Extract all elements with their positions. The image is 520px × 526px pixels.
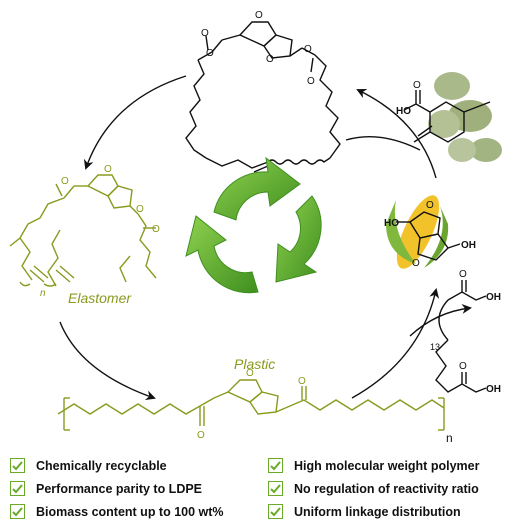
atom-o-label: O (412, 258, 420, 269)
feature-item: High molecular weight polymer (268, 458, 479, 473)
macrocyclic-monomer (186, 22, 340, 172)
feature-label: High molecular weight polymer (294, 459, 479, 473)
atom-o-label: O (459, 361, 467, 372)
checkmark-icon (10, 458, 25, 473)
feature-label: Uniform linkage distribution (294, 505, 461, 519)
checkmark-icon (268, 458, 283, 473)
feature-label: Chemically recyclable (36, 459, 167, 473)
subscript-13-label: 13 (430, 342, 440, 352)
feature-label: No regulation of reactivity ratio (294, 482, 479, 496)
elastomer-label: Elastomer (68, 290, 131, 306)
checkmark-icon (10, 504, 25, 519)
atom-o-label: O (206, 48, 214, 59)
polymer-repeat-unit (58, 380, 444, 430)
atom-o-label: O (266, 54, 274, 65)
feature-item: Uniform linkage distribution (268, 504, 461, 519)
plastic-label: Plastic (234, 356, 275, 372)
elastomer-structure (10, 175, 156, 286)
atom-o-label: O (255, 10, 263, 21)
feature-item: Chemically recyclable (10, 458, 167, 473)
atom-o-label: O (201, 28, 209, 39)
checkmark-icon (268, 481, 283, 496)
atom-o-label: O (426, 200, 434, 211)
hydroxyl-label: OH (486, 292, 501, 303)
hydroxyl-label: HO (396, 106, 411, 117)
plant-seed-icon (428, 72, 502, 162)
atom-o-label: O (61, 176, 69, 187)
atom-o-label: O (197, 430, 205, 441)
feature-label: Performance parity to LDPE (36, 482, 202, 496)
repeat-n-label: n (40, 288, 46, 299)
atom-o-label: O (104, 164, 112, 175)
hydroxyl-label: OH (461, 240, 476, 251)
atom-o-label: O (413, 80, 421, 91)
feature-item: Performance parity to LDPE (10, 481, 202, 496)
atom-o-label: O (298, 376, 306, 387)
repeat-n-label: n (446, 431, 453, 445)
atom-o-label: O (304, 44, 312, 55)
recycle-arrows-icon (186, 158, 321, 293)
feature-item: No regulation of reactivity ratio (268, 481, 479, 496)
diacid-structure (436, 280, 486, 392)
hydroxyl-label: HO (384, 218, 399, 229)
atom-o-label: O (459, 269, 467, 280)
feature-label: Biomass content up to 100 wt% (36, 505, 224, 519)
hydroxyl-label: OH (486, 384, 501, 395)
feature-item: Biomass content up to 100 wt% (10, 504, 224, 519)
checkmark-icon (10, 481, 25, 496)
atom-o-label: O (136, 204, 144, 215)
atom-o-label: O (152, 224, 160, 235)
atom-o-label: O (307, 76, 315, 87)
checkmark-icon (268, 504, 283, 519)
